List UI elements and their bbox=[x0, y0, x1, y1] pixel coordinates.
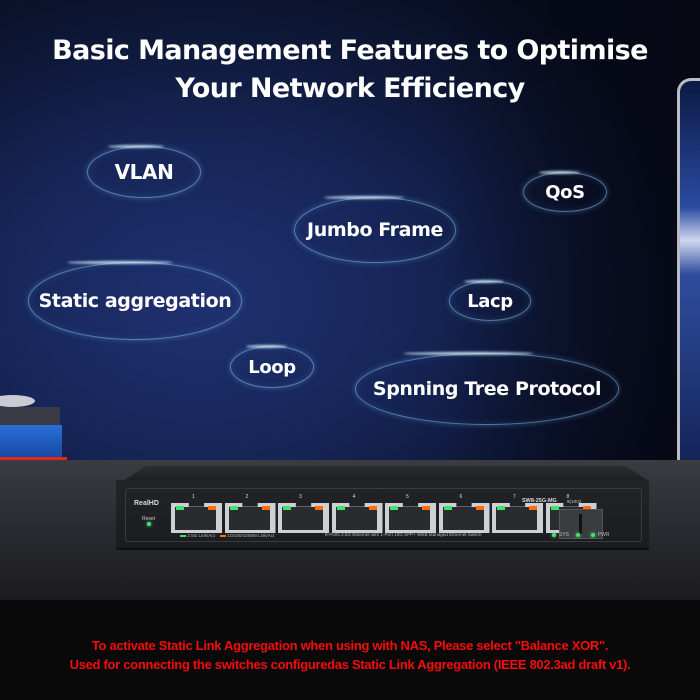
green-led-icon bbox=[497, 506, 505, 510]
sfp-port bbox=[559, 509, 603, 539]
book-blue bbox=[0, 425, 62, 457]
orange-led-icon bbox=[475, 506, 484, 510]
feature-label: Spnning Tree Protocol bbox=[372, 378, 602, 400]
feature-bubble-static-aggregation: Static aggregation bbox=[28, 262, 242, 340]
sfp-led-icon bbox=[576, 532, 581, 537]
ethernet-port-3: 3 bbox=[277, 494, 331, 533]
model-number: SW8-25G-MG bbox=[522, 498, 557, 504]
feature-label: Lacp bbox=[467, 290, 513, 312]
footer-band bbox=[0, 600, 700, 700]
feature-bubble-vlan: VLAN bbox=[87, 146, 201, 198]
rj45-socket bbox=[335, 507, 377, 530]
port-number: 2 bbox=[245, 494, 249, 500]
orange-legend-swatch-icon bbox=[220, 534, 227, 537]
orange-led-icon bbox=[208, 506, 216, 510]
port-number: 5 bbox=[406, 494, 409, 500]
orange-led-icon bbox=[315, 506, 323, 510]
port-number: 1 bbox=[192, 494, 195, 500]
green-legend-swatch-icon bbox=[180, 534, 186, 537]
pwr-led-icon bbox=[590, 532, 595, 537]
book-dark bbox=[0, 407, 60, 425]
feature-label: QoS bbox=[545, 181, 585, 203]
ethernet-port-6: 6 bbox=[438, 494, 492, 533]
green-led-icon bbox=[550, 506, 559, 510]
green-led-icon bbox=[283, 506, 291, 510]
feature-bubble-spanning-tree: Spnning Tree Protocol bbox=[355, 353, 619, 425]
laptop-image bbox=[677, 78, 700, 504]
green-led-icon bbox=[336, 506, 345, 510]
legend-green-label: 2.5G Link/Act bbox=[187, 533, 215, 538]
ethernet-port-2: 2 bbox=[224, 494, 278, 533]
feature-bubble-lacp: Lacp bbox=[449, 281, 531, 321]
ethernet-port-5: 5 bbox=[384, 494, 438, 533]
feature-label: Loop bbox=[248, 356, 296, 378]
legend-orange-label: 10/100/1000M Link/Act bbox=[227, 533, 275, 538]
ethernet-port-4: 4 bbox=[331, 494, 385, 533]
pwr-label: PWR bbox=[597, 532, 610, 538]
headline-line-1: Basic Management Features to Optimise bbox=[52, 35, 648, 66]
orange-led-icon bbox=[368, 506, 377, 510]
switch-front-panel: RealHD Reset 1 2 3 4 5 6 7 8 2.5G Link/A… bbox=[125, 488, 642, 542]
port-number: 6 bbox=[459, 494, 463, 500]
rj45-socket bbox=[389, 507, 430, 530]
rj45-socket bbox=[175, 507, 216, 530]
switch-top-cover bbox=[125, 466, 647, 480]
notice-line-1: To activate Static Link Aggregation when… bbox=[91, 638, 609, 653]
product-description: 8-Ports 2.5G Ethernet with 1-Port 10G SF… bbox=[325, 532, 482, 537]
network-switch: RealHD Reset 1 2 3 4 5 6 7 8 2.5G Link/A… bbox=[116, 480, 649, 548]
feature-bubble-qos: QoS bbox=[523, 172, 607, 212]
feature-label: VLAN bbox=[114, 160, 174, 184]
notice-line-2: Used for connecting the switches configu… bbox=[69, 657, 631, 672]
rj45-socket bbox=[282, 507, 323, 530]
brand-logo: RealHD bbox=[134, 500, 159, 507]
headline-line-2: Your Network Efficiency bbox=[175, 73, 525, 104]
ethernet-port-1: 1 bbox=[170, 494, 224, 533]
sfp-port-label: 9(10G) bbox=[567, 499, 582, 504]
ethernet-port-7: 7 bbox=[491, 494, 545, 533]
orange-led-icon bbox=[582, 506, 591, 510]
orange-led-icon bbox=[529, 506, 537, 510]
feature-label: Jumbo Frame bbox=[307, 219, 443, 241]
rj45-socket bbox=[496, 507, 537, 530]
aggregation-notice: To activate Static Link Aggregation when… bbox=[0, 636, 700, 674]
green-led-icon bbox=[176, 506, 184, 510]
feature-bubble-jumbo-frame: Jumbo Frame bbox=[294, 197, 456, 263]
port-number: 4 bbox=[352, 494, 356, 500]
feature-label: Static aggregation bbox=[38, 290, 232, 312]
orange-led-icon bbox=[422, 506, 430, 510]
sys-led-icon bbox=[552, 532, 556, 537]
port-number: 3 bbox=[299, 494, 302, 500]
green-led-icon bbox=[390, 506, 398, 510]
brand-suffix: HD bbox=[148, 500, 159, 507]
plate-decor bbox=[0, 395, 35, 407]
headline: Basic Management Features to Optimise Yo… bbox=[0, 32, 700, 108]
status-leds: SYS PWR bbox=[546, 532, 609, 538]
orange-led-icon bbox=[261, 506, 270, 510]
sys-label: SYS bbox=[559, 532, 570, 538]
reset-label: Reset bbox=[142, 516, 156, 522]
rj45-socket bbox=[442, 507, 484, 530]
green-led-icon bbox=[229, 506, 238, 510]
led-legend: 2.5G Link/Act 10/100/1000M Link/Act bbox=[180, 533, 274, 538]
reset-button: Reset bbox=[142, 516, 155, 528]
green-led-icon bbox=[443, 506, 452, 510]
port-number: 8 bbox=[566, 494, 570, 500]
rj45-socket bbox=[228, 507, 270, 530]
port-number: 7 bbox=[513, 494, 516, 500]
sfp-slot bbox=[579, 514, 582, 534]
feature-bubble-loop: Loop bbox=[230, 346, 314, 388]
reset-led-icon bbox=[146, 522, 151, 526]
brand-prefix: Real bbox=[134, 500, 149, 507]
